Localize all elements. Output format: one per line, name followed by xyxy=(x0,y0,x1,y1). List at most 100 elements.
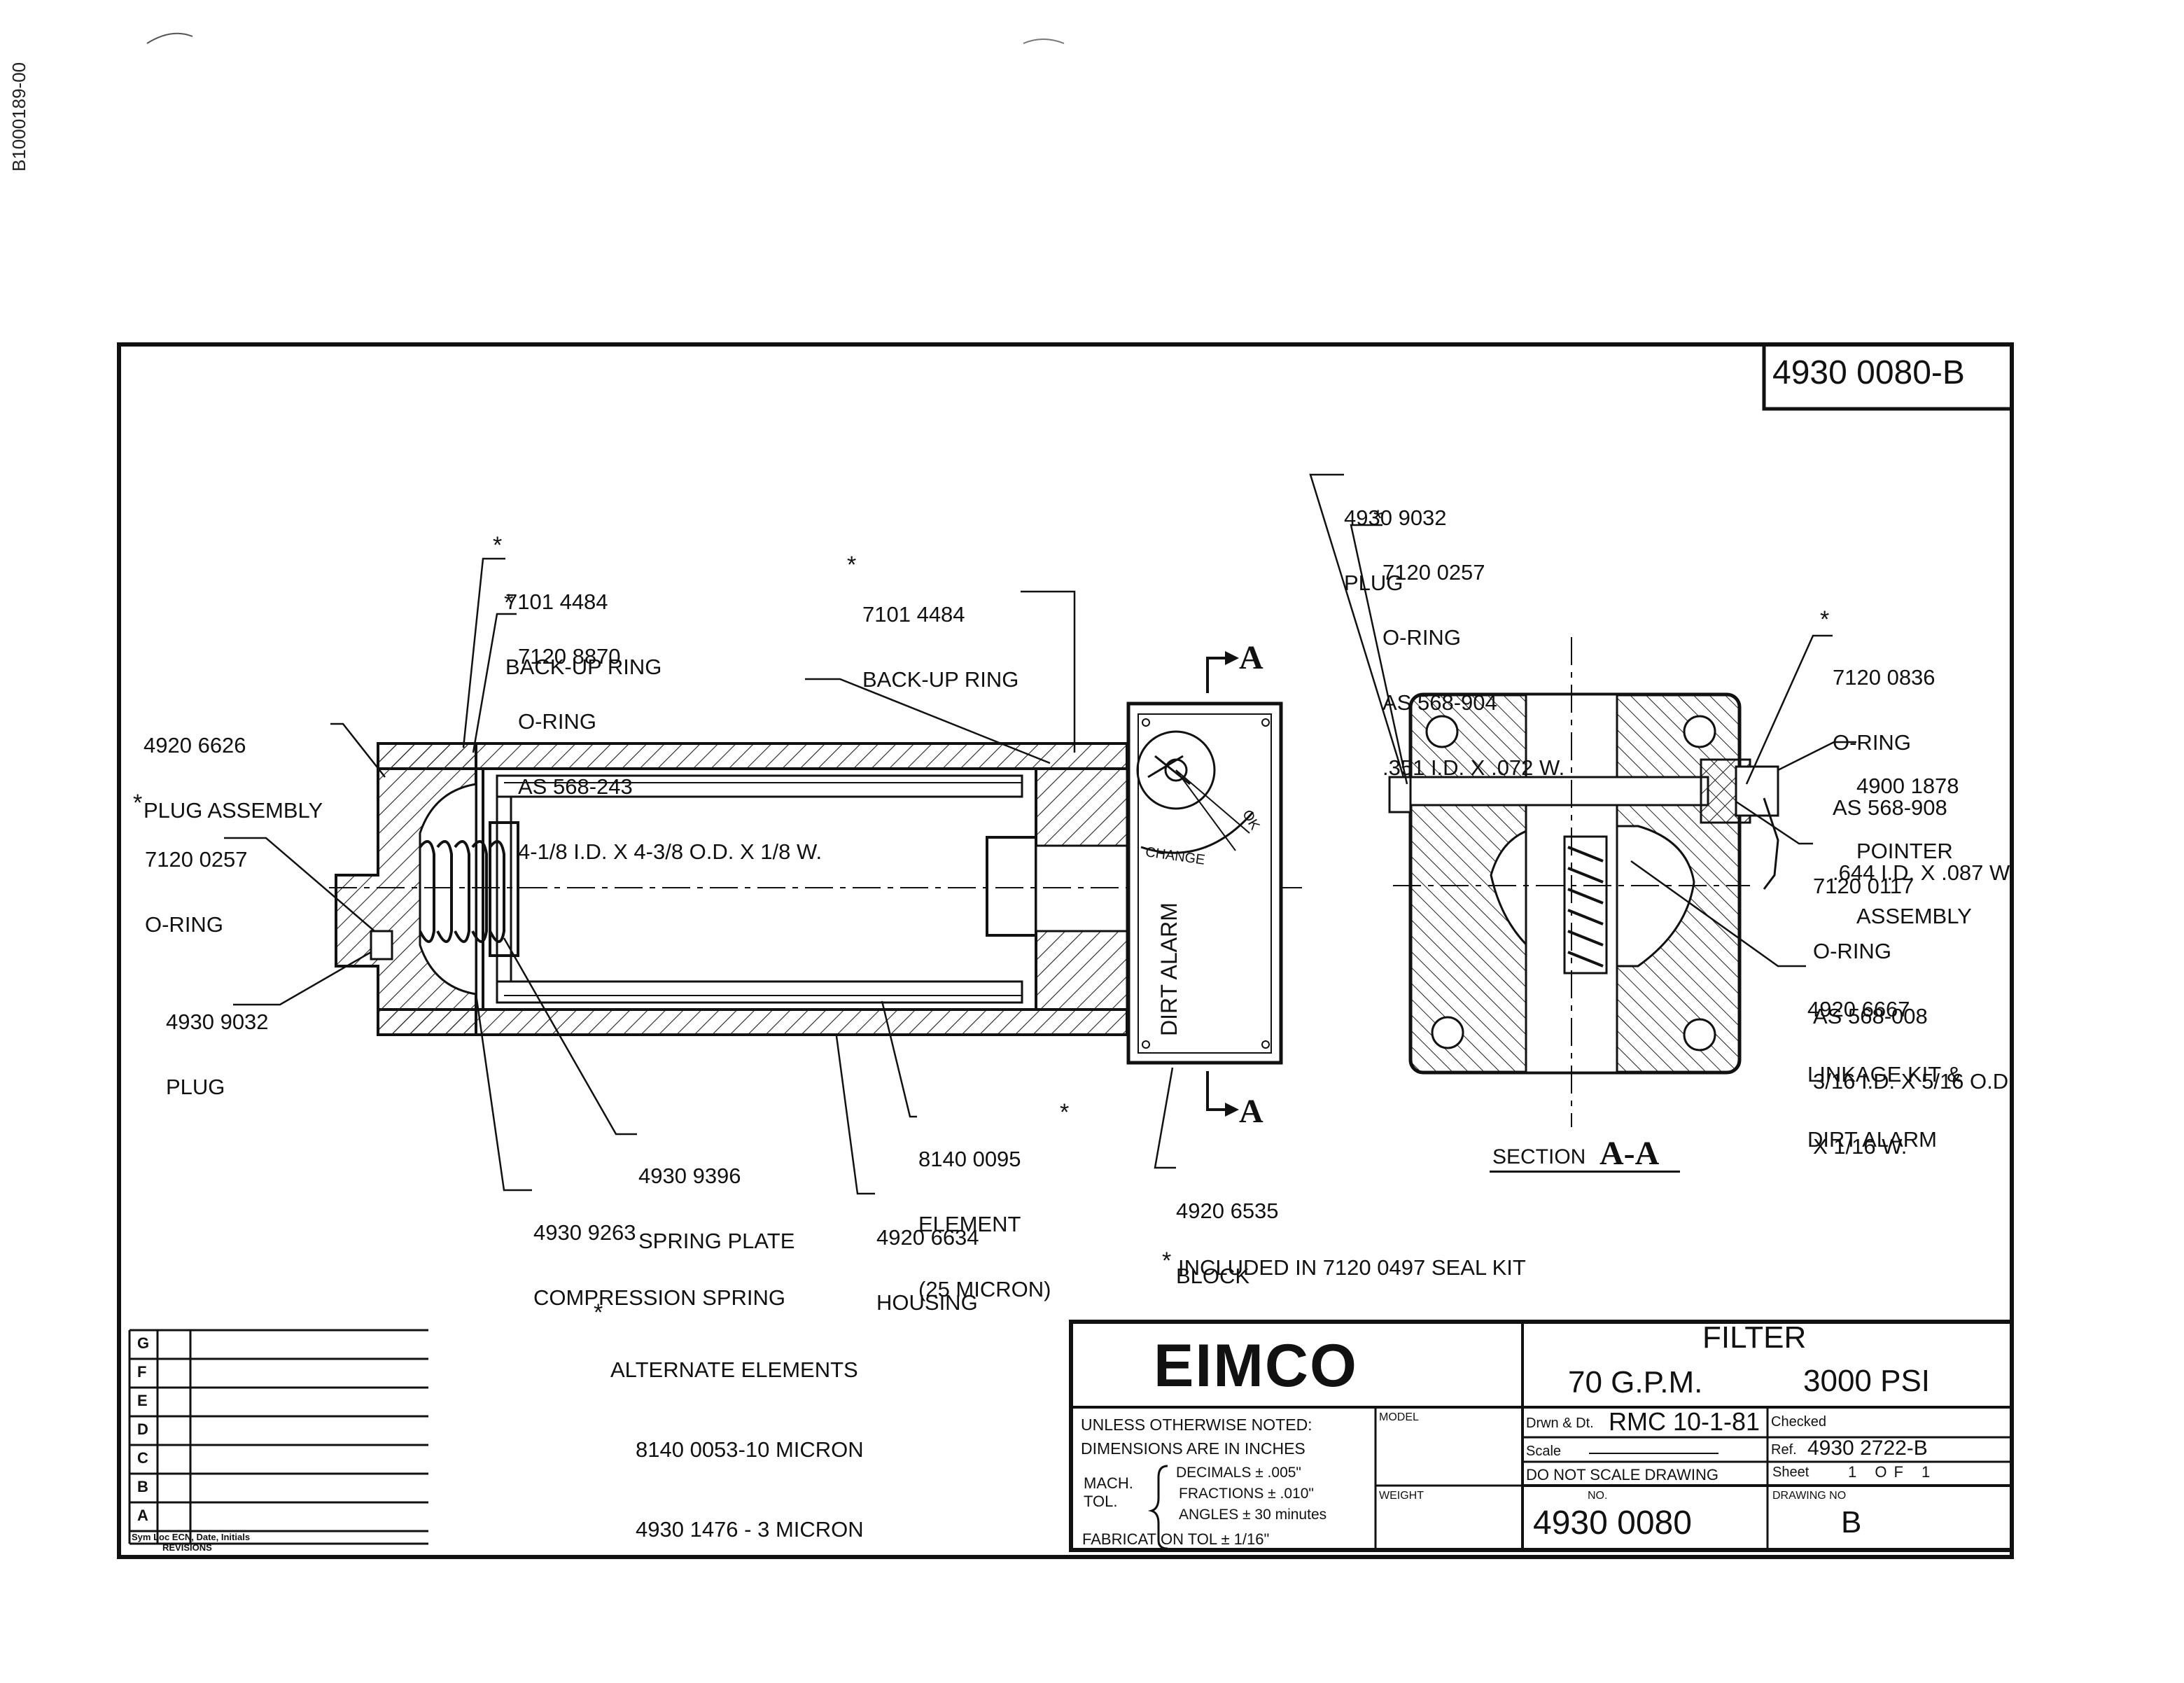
part-spec: AS 568-908 xyxy=(1833,795,1947,820)
sheet-label: Sheet xyxy=(1772,1465,1809,1480)
part-size: .351 I.D. X .072 W. xyxy=(1382,755,1565,780)
asterisk-mark: * xyxy=(504,589,514,616)
label-oring-0257-top: 7120 0257 O-RING AS 568-904 .351 I.D. X … xyxy=(1382,518,1564,800)
label-backup-ring-mid: 7101 4484 BACK-UP RING xyxy=(862,560,1018,712)
part-name: O-RING xyxy=(1833,730,1911,755)
part-name: O-RING xyxy=(145,912,223,937)
doc-number-box xyxy=(1762,342,2014,411)
fabrication-tolerance: FABRICATION TOL ± 1/16" xyxy=(1082,1530,1270,1548)
part-number: 4920 6626 xyxy=(144,733,246,757)
part-number: 7120 0257 xyxy=(145,847,248,872)
dirt-alarm-block xyxy=(1126,701,1283,1065)
asterisk-mark: * xyxy=(847,552,857,578)
asterisk-mark: * xyxy=(1060,1099,1070,1126)
part-number: 7120 8870 xyxy=(518,644,621,669)
scan-mark xyxy=(146,32,193,44)
part-size: 4-1/8 I.D. X 4-3/8 O.D. X 1/8 W. xyxy=(518,839,822,864)
checked-label: Checked xyxy=(1771,1414,1826,1430)
label-backup-ring-left: 7101 4484 BACK-UP RING xyxy=(505,547,662,699)
part-number: 7101 4484 xyxy=(862,602,965,627)
sheet-value: 1 OF 1 xyxy=(1848,1463,1938,1481)
part-name: COMPRESSION SPRING xyxy=(533,1285,785,1310)
weight-label: WEIGHT xyxy=(1379,1490,1424,1502)
label-oring-0117: 7120 0117 O-RING AS 568-008 3/16 I.D. X … xyxy=(1813,832,2015,1179)
part-spec: AS 568-904 xyxy=(1382,690,1497,715)
part-name: HOUSING xyxy=(876,1290,978,1315)
section-arrow-top xyxy=(1206,657,1225,693)
revision-row-letter: G xyxy=(137,1334,150,1352)
part-number: 7120 0257 xyxy=(1382,560,1485,585)
part-name: PLUG xyxy=(1344,571,1404,595)
asterisk-mark: * xyxy=(133,790,143,816)
mach-tol-label: MACH. xyxy=(1084,1474,1133,1492)
part-number: 4900 1878 xyxy=(1856,774,1959,798)
part-size: 3/16 I.D. X 5/16 O.D. xyxy=(1813,1069,2015,1094)
part-name: POINTER xyxy=(1856,839,1953,863)
part-size-2: X 1/16 W. xyxy=(1813,1134,1907,1159)
label-element: 8140 0095 ELEMENT (25 MICRON) xyxy=(918,1105,1051,1322)
revision-row-letter: C xyxy=(137,1449,148,1467)
part-size: .644 I.D. X .087 W. xyxy=(1833,860,2015,885)
ref-label: Ref. xyxy=(1771,1442,1797,1458)
label-block: 4920 6535 BLOCK xyxy=(1176,1157,1279,1308)
section-name: A-A xyxy=(1600,1135,1660,1172)
revision-row-letter: F xyxy=(137,1363,147,1381)
part-number: 4930 9263 xyxy=(533,1220,636,1245)
label-housing: 4920 6634 HOUSING xyxy=(876,1183,979,1335)
section-title-underline xyxy=(1490,1171,1680,1173)
revision-row-letter: A xyxy=(137,1507,148,1524)
part-name: BLOCK xyxy=(1176,1264,1250,1288)
alternate-elements-note: ALTERNATE ELEMENTS 8140 0053-10 MICRON 4… xyxy=(610,1304,864,1570)
label-oring-0836: 7120 0836 O-RING AS 568-908 .644 I.D. X … xyxy=(1833,623,2015,905)
alternate-element-2: 4930 1476 - 3 MICRON xyxy=(636,1517,864,1542)
part-name: ELEMENT xyxy=(918,1212,1021,1236)
revision-row-letter: E xyxy=(137,1392,148,1409)
asterisk-mark: * xyxy=(493,532,503,559)
section-title: SECTION xyxy=(1492,1145,1586,1168)
revision-row-letter: B xyxy=(137,1478,148,1495)
part-number: 4930 9032 xyxy=(1344,505,1447,530)
doc-number-label: 4930 0080-B xyxy=(1772,354,1965,391)
label-oring-8870: 7120 8870 O-RING AS 568-243 4-1/8 I.D. X… xyxy=(518,602,822,884)
label-compression-spring: 4930 9263 COMPRESSION SPRING xyxy=(533,1178,785,1330)
part-spec: AS 568-008 xyxy=(1813,1004,1928,1028)
label-plug-assembly: 4920 6626 PLUG ASSEMBLY xyxy=(144,691,323,843)
part-spec: (25 MICRON) xyxy=(918,1277,1051,1301)
section-arrow-bottom-head xyxy=(1225,1103,1239,1117)
section-arrow-bottom xyxy=(1206,1071,1225,1111)
revision-letter: B xyxy=(1841,1505,1862,1539)
part-number: 4920 6667 xyxy=(1807,997,1910,1021)
asterisk-mark: * xyxy=(1373,505,1383,532)
drawing-number: 4930 0080 xyxy=(1533,1504,1692,1542)
part-name: SPRING PLATE xyxy=(638,1229,795,1253)
seal-kit-note: INCLUDED IN 7120 0497 SEAL KIT xyxy=(1178,1255,1526,1280)
scan-mark xyxy=(1023,39,1065,44)
mach-tol-label-2: TOL. xyxy=(1084,1493,1118,1510)
drawing-frame xyxy=(117,342,2014,1559)
decimals-tolerance: DECIMALS ± .005" xyxy=(1176,1465,1301,1481)
revisions-footer: Sym Loc ECN, Date, Initials xyxy=(132,1532,251,1542)
drawn-value: RMC 10-1-81 xyxy=(1609,1407,1760,1436)
alternate-element-1: 8140 0053-10 MICRON xyxy=(636,1437,864,1462)
drawing-title: FILTER xyxy=(1702,1320,1807,1355)
part-number: 8140 0095 xyxy=(918,1147,1021,1171)
part-name-2: DIRT ALARM xyxy=(1807,1127,1937,1152)
part-number: 7120 0836 xyxy=(1833,665,1935,690)
part-name: O-RING xyxy=(1382,625,1461,650)
part-name: O-RING xyxy=(518,709,596,734)
part-name: BACK-UP RING xyxy=(505,655,662,679)
company-name: EIMCO xyxy=(1154,1332,1358,1399)
label-spring-plate: 4930 9396 SPRING PLATE xyxy=(638,1122,794,1273)
revisions-table xyxy=(128,1329,428,1545)
fractions-tolerance: FRACTIONS ± .010" xyxy=(1179,1486,1314,1502)
unless-noted-text: UNLESS OTHERWISE NOTED: xyxy=(1081,1416,1312,1434)
pressure-rating: 3000 PSI xyxy=(1803,1364,1931,1398)
asterisk-mark: * xyxy=(1162,1248,1172,1274)
label-plug-top: 4930 9032 PLUG xyxy=(1344,463,1447,615)
part-name: LINKAGE KIT & xyxy=(1807,1062,1961,1087)
drawn-label: Drwn & Dt. xyxy=(1526,1416,1594,1431)
part-name: PLUG xyxy=(166,1075,225,1099)
part-number: 4930 9396 xyxy=(638,1164,741,1188)
part-name: O-RING xyxy=(1813,939,1891,963)
